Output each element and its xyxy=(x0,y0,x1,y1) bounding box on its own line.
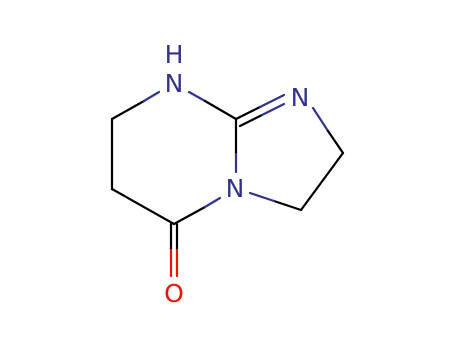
bond-c7-n1-1 xyxy=(142,90,161,103)
bond-c8-n2-a-n-15 xyxy=(258,93,286,109)
bond-c10-n3-21 xyxy=(272,199,303,212)
bond-c8-n2-a-14 xyxy=(234,105,262,121)
bond-c4-n3-n-5 xyxy=(203,196,222,209)
bond-n2-c9-19 xyxy=(326,129,345,155)
bond-c4-n3-4 xyxy=(172,205,207,226)
atom-label-n1-hydrogen: H xyxy=(165,40,184,69)
bond-c8-n2-b-16 xyxy=(238,113,264,128)
atom-label-o1: O xyxy=(164,279,184,308)
atom-label-n1: N xyxy=(165,69,184,98)
bond-c8-n2-b-n-17 xyxy=(260,102,286,117)
atom-label-n2: N xyxy=(291,83,310,112)
bond-n1-c8-6 xyxy=(187,90,207,103)
bond-group xyxy=(110,90,345,278)
bond-c9-c10-20 xyxy=(299,151,345,212)
bond-n2-c9-n-18 xyxy=(311,106,330,133)
bond-c7-c6-0 xyxy=(110,99,146,121)
atom-label-n3: N xyxy=(226,174,245,203)
bond-n1-c8-c-7 xyxy=(203,99,238,121)
bond-c10-n3-n-22 xyxy=(248,191,276,203)
bond-c5-c4-3 xyxy=(110,187,176,226)
